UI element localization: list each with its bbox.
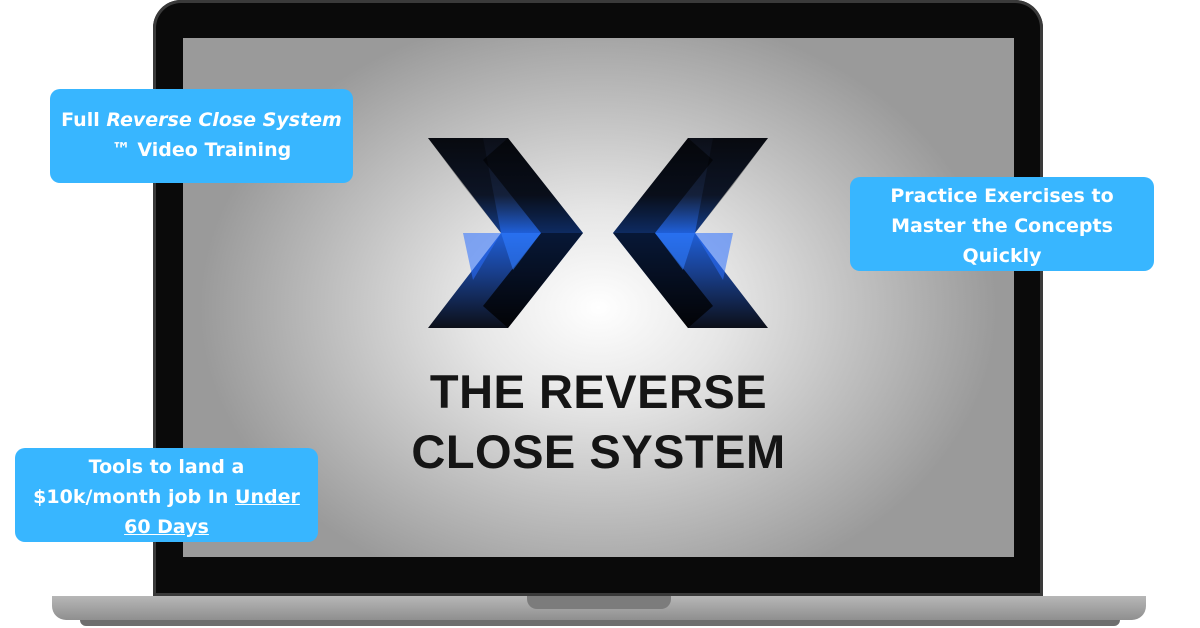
callout-video-italic: Reverse Close System [106, 109, 342, 131]
brand-title-line-2: CLOSE SYSTEM [411, 425, 786, 478]
callout-tools: Tools to land a $10k/month job In Under … [15, 448, 318, 542]
callout-video-suffix: ™ Video Training [111, 139, 292, 161]
right-chevron-icon [613, 138, 768, 328]
reverse-close-logo-icon [428, 138, 768, 328]
laptop-base-foot [80, 620, 1120, 626]
callout-tools-prefix: Tools to land a $10k/month job In [33, 456, 245, 508]
callout-tools-underlined: Under 60 Days [124, 486, 300, 538]
laptop-base-notch [527, 596, 671, 609]
callout-video-training: Full Reverse Close System ™ Video Traini… [50, 89, 353, 183]
callout-practice-text: Practice Exercises to Master the Concept… [890, 185, 1114, 267]
callout-video-prefix: Full [61, 109, 107, 131]
left-chevron-icon [428, 138, 583, 328]
callout-practice-exercises: Practice Exercises to Master the Concept… [850, 177, 1154, 271]
brand-title-line-1: THE REVERSE [429, 365, 768, 418]
